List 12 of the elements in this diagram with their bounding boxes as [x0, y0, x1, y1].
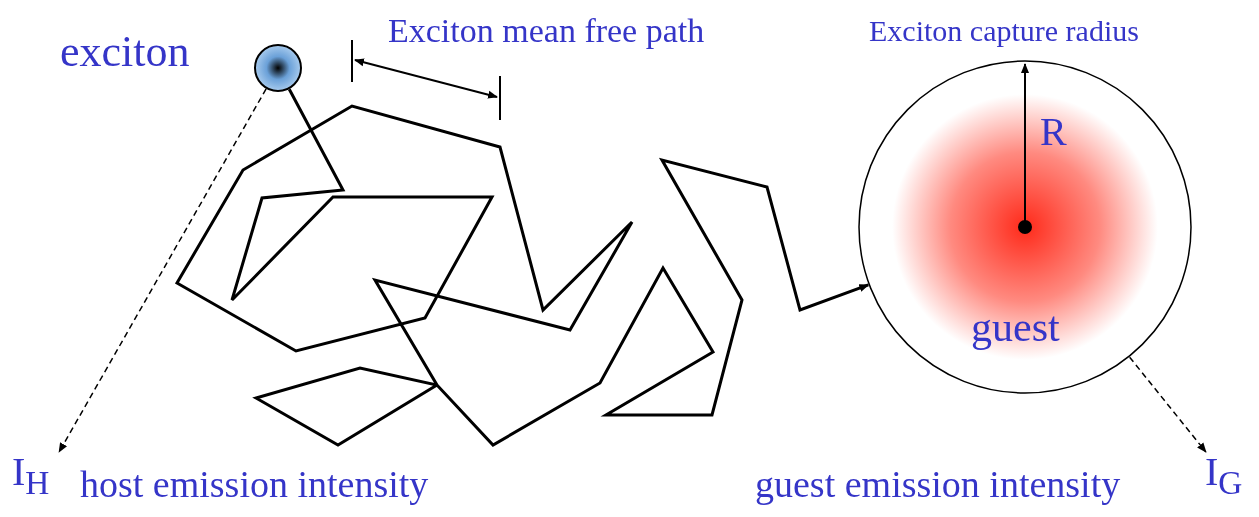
dashed-arrow	[1128, 356, 1207, 453]
radius-label: R	[1040, 112, 1067, 152]
dashed-arrow	[58, 88, 267, 453]
random-walk-arrow	[174, 88, 870, 447]
intensity-symbol: I$_{H}$	[12, 452, 50, 500]
exciton-label: exciton	[60, 30, 190, 74]
emission-label: guest emission intensity	[755, 465, 1121, 503]
intensity-symbol: I$_{G}$	[1205, 452, 1243, 500]
capture-radius-heading: Exciton capture radius	[869, 16, 1139, 46]
dimension-label: Exciton mean free path	[388, 14, 705, 48]
emission-label: host emission intensity	[80, 465, 429, 503]
guest-label: guest	[971, 306, 1060, 348]
